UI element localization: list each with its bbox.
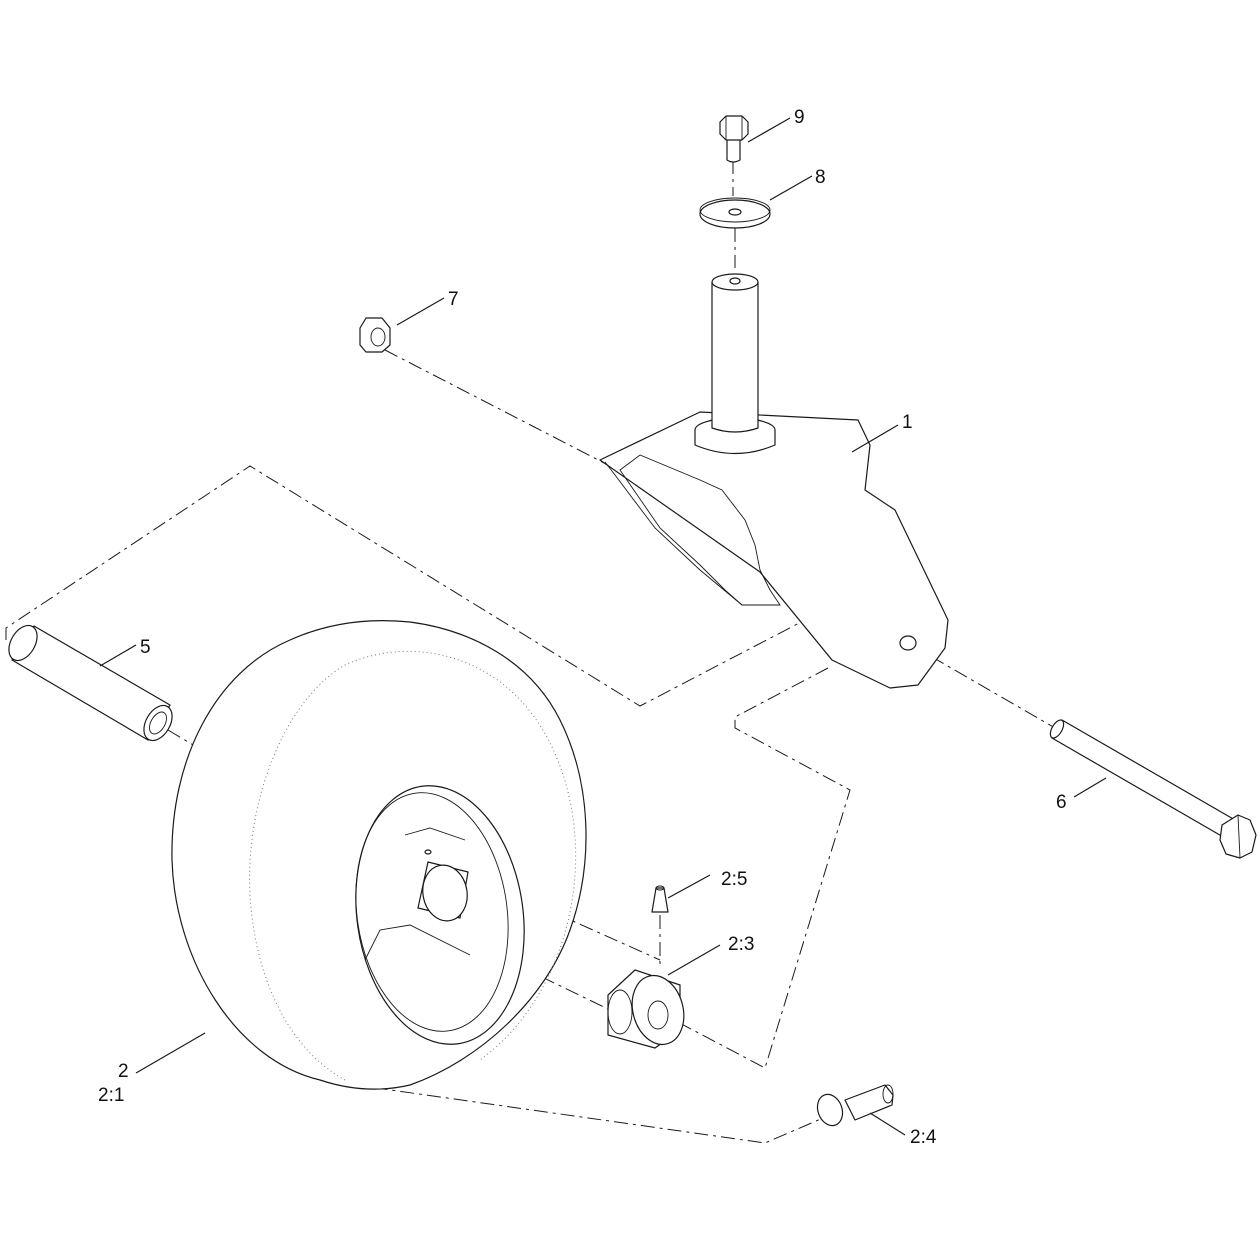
caster-yoke [599, 273, 949, 689]
grease-fitting-2-5 [651, 885, 669, 913]
callout-8: 8 [815, 167, 826, 188]
callout-labels: 9 8 7 1 5 6 2:5 2:3 2 2:1 2:4 [98, 107, 1067, 1148]
spacer-tube-5 [8, 624, 173, 742]
callout-2-5: 2:5 [721, 869, 747, 890]
valve-stem-2-4 [816, 1084, 894, 1127]
bolt-6 [1049, 719, 1257, 859]
callout-2-4: 2:4 [910, 1127, 937, 1148]
callout-2-3: 2:3 [728, 934, 754, 955]
wheel-tire [171, 619, 587, 1090]
callout-2-1: 2:1 [98, 1085, 124, 1106]
bolt-9 [719, 115, 749, 163]
callout-1: 1 [902, 412, 913, 433]
callout-5: 5 [140, 637, 151, 658]
washer-8 [699, 197, 771, 229]
callout-7: 7 [448, 289, 459, 310]
callout-6: 6 [1056, 792, 1067, 813]
callout-9: 9 [794, 107, 805, 128]
callout-2: 2 [118, 1061, 129, 1082]
bearing-2-3 [607, 969, 685, 1049]
leader-lines [99, 117, 1107, 1136]
nut-7 [359, 317, 391, 353]
